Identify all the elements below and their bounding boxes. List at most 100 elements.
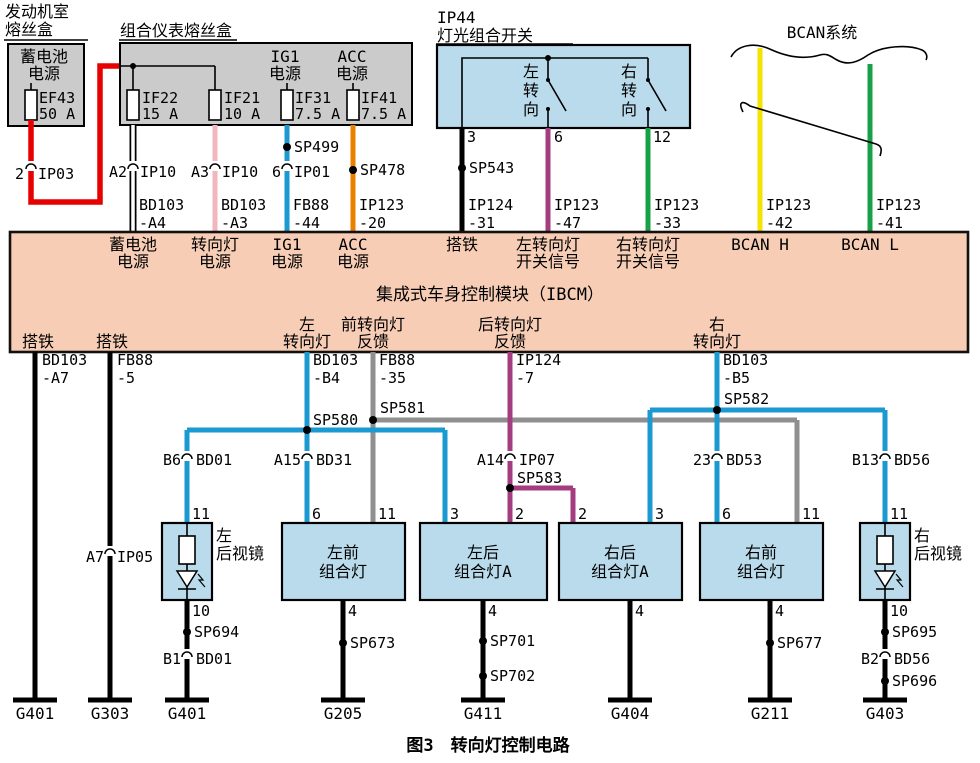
switch-title: 灯光组合开关 bbox=[437, 26, 533, 45]
connector-bd56-b2-name: BD56 bbox=[894, 650, 930, 668]
bcan-title: BCAN系统 bbox=[787, 23, 858, 42]
lamp-rf-pin-6: 6 bbox=[722, 505, 731, 523]
lamp-rra-pin-2: 2 bbox=[578, 505, 587, 523]
splice-sp673-label: SP673 bbox=[350, 634, 395, 652]
ibcm-pin-ground1: 搭铁 bbox=[22, 332, 54, 351]
splice-sp499-label: SP499 bbox=[294, 138, 339, 156]
connector-ip10-a3-symbol bbox=[209, 163, 221, 170]
mirror-left-ground-chain: 10 SP694 B1 BD01 G401 bbox=[163, 600, 239, 723]
fuse-if41-symbol bbox=[346, 89, 360, 121]
connector-ip03-name: IP03 bbox=[38, 165, 74, 183]
left-turn-switch-contact bbox=[547, 58, 567, 128]
acc-power-orange-wire: SP478 IP123 -20 bbox=[349, 125, 405, 232]
ibcm-pin-turnpower-1: 转向灯 bbox=[191, 235, 239, 254]
ig1-power-blue-wire: SP499 6 IP01 FB88 -44 bbox=[272, 125, 339, 232]
wire-label-5: -5 bbox=[117, 369, 135, 387]
fusebox-internal-bus bbox=[121, 65, 354, 90]
bcan-system: BCAN系统 IP123 -42 IP123 -41 bbox=[730, 23, 928, 232]
wire-label-b4: -B4 bbox=[313, 369, 340, 387]
lamp-front-right: 右前 组合灯 bbox=[698, 521, 825, 602]
mirror-right-resistor bbox=[876, 535, 894, 565]
mirror-right-led-flash-icon bbox=[895, 573, 904, 588]
fuse-if31-symbol bbox=[280, 89, 294, 121]
right-switch-terminal-dot bbox=[646, 107, 650, 111]
lamp-front-right-name-1: 右前 bbox=[745, 543, 777, 562]
switch-id: IP44 bbox=[437, 8, 476, 27]
lamp-rra-pin-bottom: 4 bbox=[635, 602, 644, 620]
left-turn-label-char2: 转 bbox=[523, 81, 539, 100]
ibcm-pin-leftswitch-2: 开关信号 bbox=[516, 252, 580, 271]
lamp-front-left-name-1: 左前 bbox=[327, 543, 359, 562]
connector-bd56-b13-pin: B13 bbox=[852, 451, 879, 469]
connector-bd01-b1-pin: B1 bbox=[163, 650, 181, 668]
right-switch-pivot-dot bbox=[646, 78, 650, 82]
connector-ip05-name: IP05 bbox=[117, 548, 153, 566]
ig1-source-label-line1: IG1 bbox=[271, 47, 300, 66]
wire-label-a3: -A3 bbox=[221, 214, 248, 232]
ibcm-pin-ground2: 搭铁 bbox=[96, 332, 128, 351]
blue-wire-right-network bbox=[647, 352, 888, 523]
lamp-rear-left-a: 左后 组合灯A bbox=[418, 521, 549, 602]
ibcm-module: 蓄电池 电源 转向灯 电源 IG1 电源 ACC 电源 搭铁 左转向灯 开关信号… bbox=[8, 230, 970, 354]
splice-sp677-dot bbox=[766, 639, 774, 647]
splice-sp695-dot bbox=[881, 628, 889, 636]
ibcm-pin-rightturn-1: 右 bbox=[709, 315, 725, 334]
splice-sp702-dot bbox=[479, 672, 487, 680]
ibcm-pin-leftturn-2: 转向灯 bbox=[283, 332, 331, 351]
fuse-if21-name: IF21 bbox=[224, 89, 260, 107]
splice-sp581-label: SP581 bbox=[380, 399, 425, 417]
left-turn-label-char1: 左 bbox=[523, 62, 539, 81]
light-combination-switch: IP44 灯光组合开关 左 转 向 右 转 向 bbox=[435, 8, 692, 130]
connector-bd01-b6-name: BD01 bbox=[196, 451, 232, 469]
instrument-fusebox-body bbox=[119, 42, 413, 126]
lamp-lf-pin-bottom: 4 bbox=[348, 602, 357, 620]
connector-bd56-b13-name: BD56 bbox=[894, 451, 930, 469]
ibcm-pin-ig1-1: IG1 bbox=[273, 235, 302, 254]
lamp-lf-pin-11: 11 bbox=[378, 505, 396, 523]
fuse-ef43-rating: 50 A bbox=[39, 105, 75, 123]
ibcm-ground-wire-1: BD103 -A7 G401 bbox=[13, 351, 87, 723]
ibcm-pin-rightswitch-1: 右转向灯 bbox=[616, 235, 680, 254]
ground-label-g403: G403 bbox=[866, 704, 905, 723]
wire-label-bd103: BD103 bbox=[42, 351, 87, 369]
rear-feedback-purple-wire: SP583 A14 IP07 IP124 -7 bbox=[477, 351, 576, 523]
ibcm-body bbox=[8, 230, 970, 354]
connector-bd31-name: BD31 bbox=[316, 451, 352, 469]
lamp-rear-right-a-name-2: 组合灯A bbox=[591, 562, 649, 581]
mirror-right-name-1: 右 bbox=[914, 526, 930, 545]
lamp-lra-pin-3: 3 bbox=[450, 505, 459, 523]
wire-label-7: -7 bbox=[516, 369, 534, 387]
fuse-if31-name: IF31 bbox=[295, 89, 331, 107]
ground-label-g401a: G401 bbox=[16, 704, 55, 723]
fuse-ef43-symbol bbox=[24, 89, 38, 121]
wire-label-b5: -B5 bbox=[723, 369, 750, 387]
left-turn-label-char3: 向 bbox=[523, 100, 539, 119]
wire-label-ip123: IP123 bbox=[359, 196, 404, 214]
connector-ip07-pin: A14 bbox=[477, 451, 504, 469]
right-turn-label-char3: 向 bbox=[621, 100, 637, 119]
splice-sp583-label: SP583 bbox=[517, 469, 562, 487]
connector-ip07-symbol bbox=[504, 453, 516, 460]
battery-red-wire: 2 IP03 bbox=[15, 63, 121, 205]
wire-label-fb88: FB88 bbox=[379, 351, 415, 369]
connector-bd01-b1-name: BD01 bbox=[196, 650, 232, 668]
lamp-rear-right-a: 右后 组合灯A bbox=[557, 521, 684, 602]
splice-sp582-label: SP582 bbox=[724, 390, 769, 408]
ibcm-pin-battery-1: 蓄电池 bbox=[109, 235, 157, 254]
connector-ip10-a2-pin: A2 bbox=[109, 163, 127, 181]
lamp-rf-pin-bottom: 4 bbox=[775, 602, 784, 620]
fuse-if21-symbol bbox=[208, 89, 222, 121]
blue-wire-left-network bbox=[184, 352, 448, 523]
wire-label-44: -44 bbox=[293, 214, 320, 232]
ground-label-g211: G211 bbox=[751, 704, 790, 723]
mirror-right-pin-bottom: 10 bbox=[890, 602, 908, 620]
ibcm-pin-bcan-h: BCAN H bbox=[731, 235, 789, 254]
connector-bd31-pin: A15 bbox=[274, 451, 301, 469]
lamp-front-right-name-2: 组合灯 bbox=[737, 562, 785, 581]
battery-source-label-line1: 蓄电池 bbox=[20, 47, 68, 66]
engine-fusebox: 发动机室 熔丝盒 蓄电池 电源 EF43 50 A bbox=[4, 2, 88, 127]
mirror-right-name-2: 后视镜 bbox=[914, 544, 962, 563]
ibcm-pin-rearfb-2: 反馈 bbox=[494, 332, 526, 351]
connector-ip01-name: IP01 bbox=[294, 163, 330, 181]
